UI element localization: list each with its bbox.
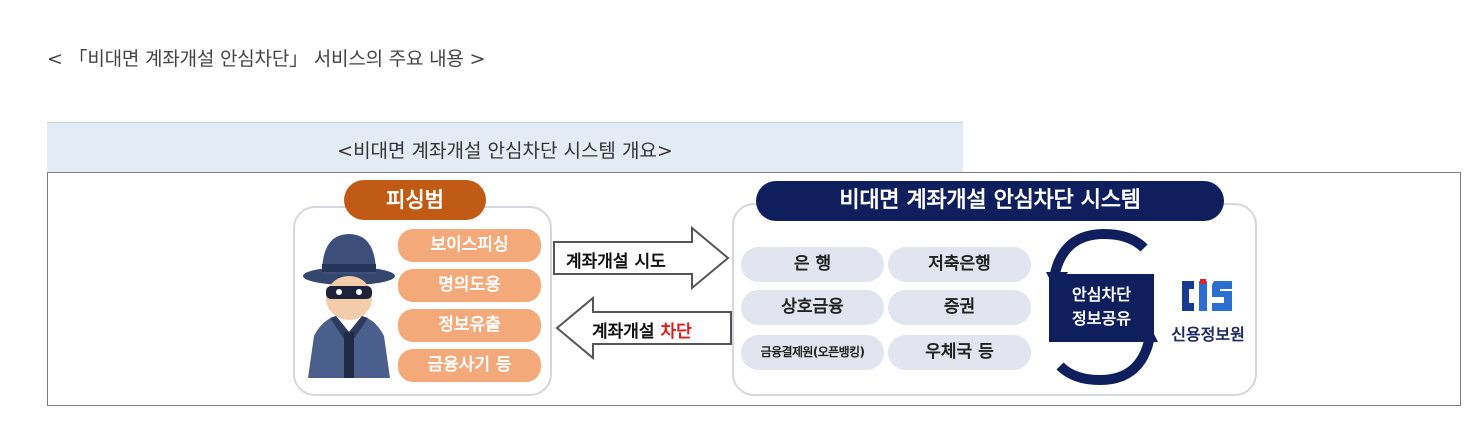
phishing-item-voice: 보이스피싱 [398, 229, 541, 262]
info-sharing-line1: 안심차단 [1072, 285, 1131, 304]
figure-caption: <비대면 계좌개설 안심차단 시스템 개요> [337, 140, 673, 162]
system-title: 비대면 계좌개설 안심차단 시스템 [756, 181, 1224, 221]
institution-kftc: 금융결제원(오픈뱅킹) [741, 335, 884, 370]
institution-bank: 은 행 [741, 247, 884, 282]
institution-securities: 증권 [888, 290, 1031, 325]
attempt-label: 계좌개설 시도 [566, 252, 666, 272]
kcis-name: 신용정보원 [1171, 325, 1245, 344]
phishing-item-fraud: 금융사기 등 [398, 349, 541, 382]
hacker-icon [303, 234, 395, 378]
info-sharing-line2: 정보공유 [1072, 309, 1131, 328]
kcis-logo [1182, 279, 1232, 311]
block-arrow [555, 295, 732, 361]
info-sharing-box: 안심차단 정보공유 [1049, 274, 1154, 342]
institution-mutual-finance: 상호금융 [741, 290, 884, 325]
block-label-word: 차단 [660, 322, 692, 342]
attempt-arrow [553, 225, 730, 291]
phishing-item-identity-theft: 명의도용 [398, 269, 541, 302]
institution-post-office: 우체국 등 [888, 335, 1031, 370]
institution-savings-bank: 저축은행 [888, 247, 1031, 282]
figure-caption-bar: <비대면 계좌개설 안심차단 시스템 개요> [47, 122, 963, 173]
page-title: < 「비대면 계좌개설 안심차단」 서비스의 주요 내용 > [47, 48, 486, 70]
phishing-title: 피싱범 [344, 180, 486, 220]
block-label: 계좌개설 차단 [592, 317, 692, 342]
block-label-prefix: 계좌개설 [592, 322, 661, 342]
phishing-item-data-leak: 정보유출 [398, 309, 541, 342]
